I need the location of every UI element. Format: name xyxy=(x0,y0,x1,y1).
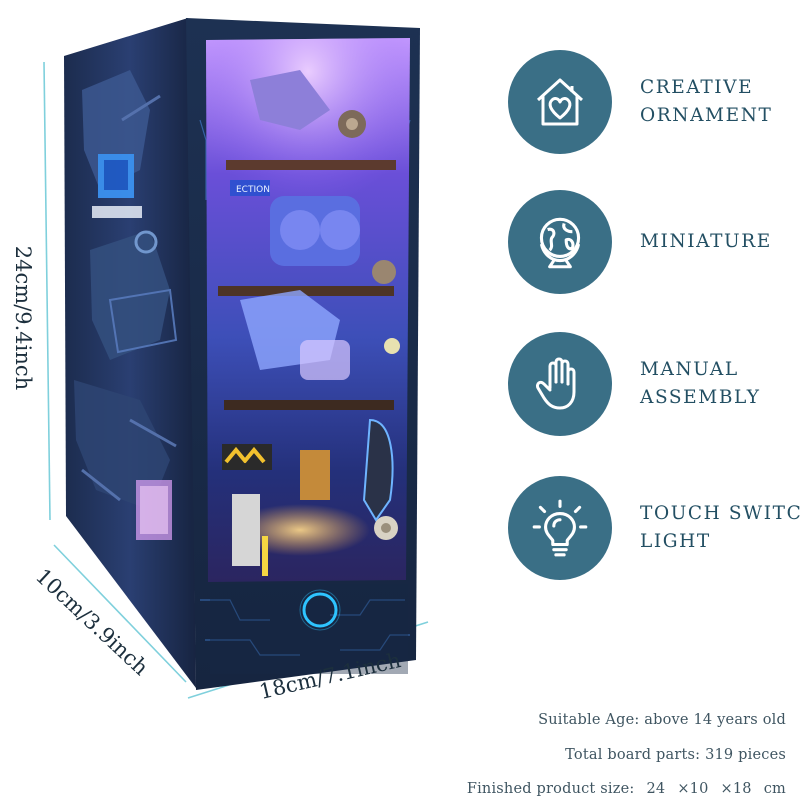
feature-badge xyxy=(508,332,612,436)
side-panel-decoration xyxy=(74,70,178,540)
feature-badge xyxy=(508,190,612,294)
spec-size-value: 24 xyxy=(646,781,666,797)
circuit-pattern xyxy=(199,119,411,656)
hand-icon xyxy=(536,357,576,410)
height-dimension-label: 24cm/9.4inch xyxy=(11,245,35,391)
interior-details: ECTION xyxy=(218,70,400,576)
globe-icon xyxy=(539,217,581,269)
feature-manual-assembly: MANUAL ASSEMBLY xyxy=(508,332,761,436)
touch-switch-ring[interactable] xyxy=(302,592,338,628)
feature-label-line: CREATIVE xyxy=(640,77,754,98)
spec-size-label: Finished product size: xyxy=(466,781,635,797)
feature-creative-ornament: CREATIVE ORNAMENT xyxy=(508,50,772,154)
feature-label-line: ASSEMBLY xyxy=(640,387,761,408)
feature-label-line: MANUAL xyxy=(640,359,739,380)
spec-size-value: ×18 xyxy=(720,781,752,797)
lightbulb-icon xyxy=(532,499,588,557)
feature-label: MANUAL ASSEMBLY xyxy=(640,356,761,412)
spec-suitable-age: Suitable Age: above 14 years old xyxy=(538,712,786,728)
spec-size-unit: cm xyxy=(763,781,786,797)
feature-label-line: TOUCH SWITCH xyxy=(640,503,800,524)
feature-label-line: LIGHT xyxy=(640,531,711,552)
feature-miniature: MINIATURE xyxy=(508,190,772,294)
feature-badge xyxy=(508,50,612,154)
spec-board-parts: Total board parts: 319 pieces xyxy=(565,747,786,763)
feature-label-line: MINIATURE xyxy=(640,231,772,252)
spec-finished-size: Finished product size: 24 ×10 ×18 cm xyxy=(467,781,786,797)
spec-size-value: ×10 xyxy=(677,781,709,797)
feature-badge xyxy=(508,476,612,580)
feature-label: CREATIVE ORNAMENT xyxy=(640,74,772,130)
house-heart-icon xyxy=(536,78,584,126)
feature-touch-switch-light: TOUCH SWITCH LIGHT xyxy=(508,476,800,580)
feature-label: MINIATURE xyxy=(640,228,772,256)
feature-label-line: ORNAMENT xyxy=(640,105,773,126)
svg-text:ECTION: ECTION xyxy=(236,185,270,195)
feature-label: TOUCH SWITCH LIGHT xyxy=(640,500,800,556)
